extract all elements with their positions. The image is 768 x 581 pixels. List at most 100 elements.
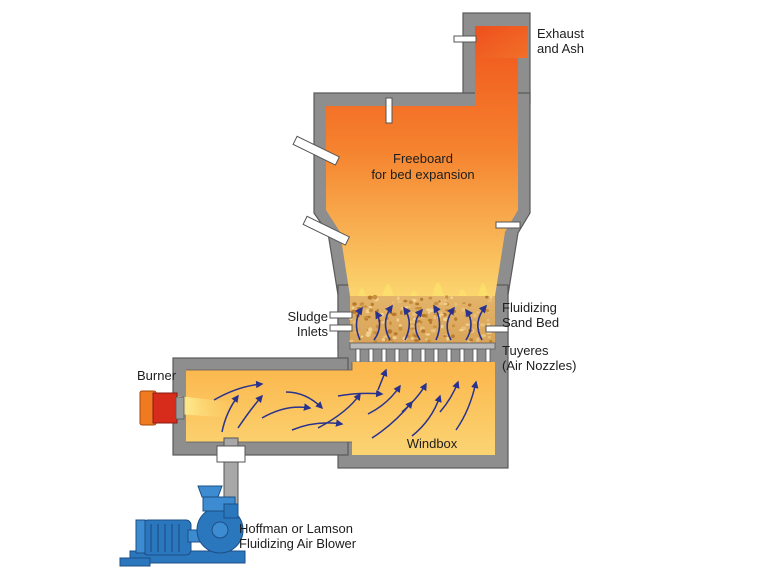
sand-grain bbox=[400, 310, 403, 315]
tuyere-nozzle bbox=[407, 348, 413, 363]
tuyere-nozzle bbox=[368, 348, 374, 363]
fluidizing-air-blower bbox=[119, 485, 246, 567]
windbox-air-arrows bbox=[213, 368, 479, 439]
sand-grain bbox=[444, 308, 450, 312]
sand-grain bbox=[398, 326, 403, 331]
sand-grain bbox=[359, 302, 363, 306]
sand-grain bbox=[445, 295, 449, 299]
bed-flames bbox=[358, 282, 488, 297]
sand-grain bbox=[391, 312, 397, 317]
sand-grain bbox=[364, 318, 369, 321]
sand-grain bbox=[410, 337, 414, 340]
sand-grain bbox=[381, 338, 386, 341]
sand-grain bbox=[481, 333, 486, 338]
sand-grain bbox=[463, 326, 467, 331]
sand-grain bbox=[440, 324, 444, 329]
sand-grain bbox=[413, 334, 418, 337]
tuyeres-label: Tuyeres (Air Nozzles) bbox=[502, 343, 577, 373]
sand-grain bbox=[393, 332, 398, 336]
sand-grain bbox=[480, 323, 486, 327]
sludge-inlet-1 bbox=[329, 311, 353, 319]
sand-grain bbox=[489, 295, 493, 300]
tuyere-nozzle bbox=[485, 348, 491, 363]
sand-grain bbox=[425, 333, 431, 336]
sand-grain bbox=[349, 339, 354, 343]
sand-grain bbox=[428, 308, 434, 313]
wall-ports bbox=[329, 35, 521, 333]
burner-label: Burner bbox=[137, 368, 177, 383]
sand-grain bbox=[451, 334, 455, 339]
tuyere-nozzle bbox=[433, 348, 439, 363]
sand-grain bbox=[379, 312, 385, 317]
sand-grain bbox=[425, 338, 428, 341]
sand-grain bbox=[484, 308, 490, 313]
sand-grain bbox=[476, 337, 480, 342]
sand-grain bbox=[373, 340, 378, 343]
sand-grain bbox=[399, 323, 402, 327]
tuyere-nozzle bbox=[355, 348, 361, 363]
sand-grain bbox=[405, 308, 410, 311]
sand-grain bbox=[439, 313, 445, 316]
sand-grain bbox=[415, 302, 420, 306]
sand-grain bbox=[453, 309, 456, 313]
tuyere-nozzle bbox=[394, 348, 400, 363]
sand-grain bbox=[391, 340, 395, 343]
sand-grain bbox=[411, 311, 416, 317]
sand-grain bbox=[426, 339, 432, 344]
sand-grain bbox=[420, 297, 424, 301]
sand-grain bbox=[409, 327, 415, 330]
freeboard-label: Freeboard for bed expansion bbox=[371, 151, 475, 182]
sand-grain bbox=[433, 314, 437, 320]
sand-grain bbox=[370, 302, 374, 307]
sand-grain bbox=[432, 325, 437, 328]
sand-grain bbox=[486, 318, 490, 322]
exhaust-and-ash-label: Exhaust and Ash bbox=[537, 26, 584, 56]
sand-grain bbox=[367, 295, 373, 300]
sand-grain bbox=[469, 338, 474, 342]
sand-grain bbox=[403, 299, 408, 303]
sand-grain bbox=[383, 335, 388, 339]
sand-grain bbox=[464, 314, 468, 317]
sand-grain bbox=[451, 324, 456, 328]
sand-grain bbox=[454, 302, 458, 307]
sand-grain bbox=[387, 329, 393, 334]
sand-grain bbox=[373, 331, 378, 335]
sand-grain bbox=[391, 301, 395, 304]
tuyere-nozzle bbox=[420, 348, 426, 363]
flue-interior bbox=[475, 26, 528, 58]
windbox-label: Windbox bbox=[406, 436, 458, 451]
sand-grain bbox=[443, 296, 446, 299]
sludge-inlet-2 bbox=[329, 324, 353, 332]
sand-grain bbox=[397, 300, 402, 303]
sand-grain bbox=[472, 321, 476, 324]
sand-grain bbox=[352, 311, 357, 314]
sludge-inlets-label: Sludge Inlets bbox=[287, 309, 328, 339]
sand-grain bbox=[363, 316, 369, 319]
sand-grain bbox=[426, 308, 430, 311]
sand-grain bbox=[443, 335, 447, 338]
sand-grain bbox=[486, 323, 491, 326]
tuyere-nozzle bbox=[459, 348, 465, 363]
sand-grain bbox=[368, 327, 373, 332]
sand-grain bbox=[372, 294, 378, 300]
sand-grain bbox=[421, 313, 427, 318]
tuyere-nozzle bbox=[446, 348, 452, 363]
sand-grain bbox=[396, 318, 400, 322]
sand-grain bbox=[487, 299, 493, 302]
sand-grain bbox=[429, 321, 432, 324]
freeboard-interior bbox=[326, 28, 528, 296]
sand-grain bbox=[428, 296, 432, 300]
sand-grain bbox=[389, 321, 392, 326]
sand-grain bbox=[450, 296, 454, 300]
angled-ports bbox=[292, 135, 350, 246]
sand-grain bbox=[485, 295, 489, 299]
sand-grain bbox=[381, 321, 386, 324]
sand-grain bbox=[392, 336, 397, 340]
sand-grain bbox=[487, 336, 491, 339]
sand-grain bbox=[430, 328, 436, 333]
air-blower-label: Hoffman or Lamson Fluidizing Air Blower bbox=[239, 521, 357, 551]
sand-grain bbox=[408, 300, 413, 305]
fluidizing-sand-bed-label: Fluidizing Sand Bed bbox=[502, 300, 560, 330]
sand-grain bbox=[473, 313, 477, 318]
